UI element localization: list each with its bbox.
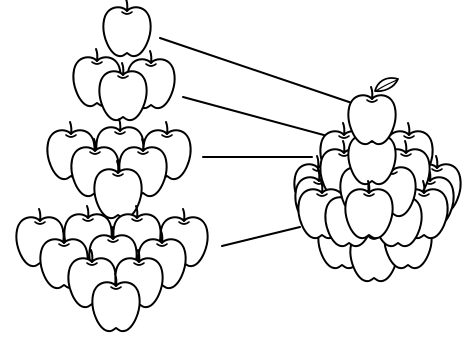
assembled-pyramid bbox=[294, 78, 460, 281]
connector-line-4 bbox=[222, 227, 300, 246]
connector-line-1 bbox=[160, 38, 352, 103]
apple-stem bbox=[126, 0, 127, 11]
layer-1-apple-1 bbox=[103, 0, 150, 56]
stack-apple-20 bbox=[348, 78, 398, 144]
connector-line-2 bbox=[183, 97, 346, 141]
exploded-layers bbox=[16, 0, 207, 331]
